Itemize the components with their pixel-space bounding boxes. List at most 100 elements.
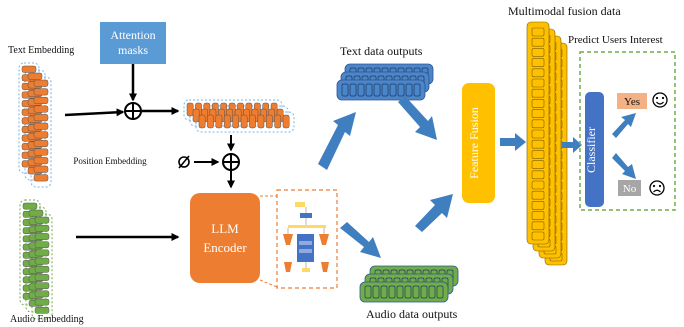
multimodal-cell <box>531 231 545 241</box>
multimodal-cell <box>531 180 545 190</box>
audio-output-cell <box>396 285 404 299</box>
text-output-cell <box>413 83 421 97</box>
audio-token <box>34 257 50 265</box>
audio-token <box>34 216 50 224</box>
text-output-cell <box>349 83 357 97</box>
multimodal-cell <box>531 99 545 108</box>
multimodal-cell <box>531 129 545 139</box>
feature-fusion-box <box>462 83 495 203</box>
text-output-layer <box>336 79 426 101</box>
audio-token <box>34 306 50 314</box>
text-token <box>33 105 49 113</box>
text-token <box>33 157 49 165</box>
multimodal-fusion-data-label: Multimodal fusion data <box>508 4 621 18</box>
text-token <box>33 79 49 87</box>
classifier-to-no-arrow <box>612 153 636 179</box>
text-output-cell <box>397 83 405 97</box>
encoder-to-audio-output-arrow <box>340 222 381 258</box>
multimodal-fusion-data-stack <box>526 21 568 266</box>
masked-text-token <box>257 114 265 129</box>
multimodal-to-classifier-arrow <box>562 137 582 153</box>
zoom-connector-bottom <box>259 279 278 288</box>
multimodal-cell <box>531 48 545 57</box>
yes-badge <box>617 93 647 109</box>
text-token <box>33 122 49 130</box>
text-token <box>33 131 49 139</box>
masked-text-token <box>232 114 240 129</box>
multimodal-cell <box>531 109 545 118</box>
audio-token <box>34 274 50 281</box>
text-embedding-label: Text Embedding <box>8 45 74 56</box>
encoder-to-text-output-arrow <box>318 112 356 170</box>
multimodal-cell <box>531 139 545 149</box>
masked-text-token <box>274 114 282 129</box>
yes-label: Yes <box>624 96 640 108</box>
audio-output-cell <box>380 285 388 299</box>
audio-token <box>28 209 44 217</box>
no-label: No <box>623 183 637 195</box>
masked-text-token <box>249 114 256 129</box>
multimodal-layer <box>526 21 550 245</box>
text-token <box>33 139 49 147</box>
text-data-outputs-stack <box>336 63 434 101</box>
no-badge <box>618 180 641 196</box>
audio-output-cell <box>428 285 436 299</box>
text-data-outputs-label: Text data outputs <box>340 44 423 58</box>
multimodal-cell <box>531 27 545 37</box>
masked-text-token <box>223 114 231 129</box>
audio-data-outputs-label: Audio data outputs <box>366 307 458 321</box>
masked-text-token <box>198 114 206 129</box>
predict-users-interest-label: Predict Users Interest <box>568 34 663 46</box>
llm-encoder-box <box>190 193 260 283</box>
text-output-to-fusion-arrow <box>398 96 437 140</box>
text-output-cell <box>381 83 389 97</box>
audio-data-outputs-stack <box>359 265 459 303</box>
transformer-architecture-thumbnail <box>276 189 338 289</box>
text-output-cell <box>389 83 397 97</box>
text-token <box>33 165 49 173</box>
text-token <box>33 88 49 96</box>
llm-encoder-label-line2: Encoder <box>203 240 247 255</box>
text-token <box>27 72 43 80</box>
text-token <box>33 174 49 182</box>
text-token <box>33 148 49 156</box>
audio-token <box>34 233 50 240</box>
classifier-box <box>585 92 604 207</box>
audio-token <box>34 290 50 298</box>
audio-token <box>22 202 38 210</box>
text-output-cell <box>373 83 381 97</box>
multimodal-cell <box>531 58 545 67</box>
text-token <box>33 114 49 122</box>
multimodal-cell <box>531 170 545 180</box>
audio-output-cell <box>420 285 428 299</box>
text-embedding-arrow <box>64 108 125 117</box>
llm-encoder-label-line1: LLM <box>211 221 239 236</box>
attention-masks-label-line1: Attention <box>110 28 155 42</box>
multimodal-cell <box>531 160 545 169</box>
multimodal-cell <box>531 68 545 78</box>
masked-text-token <box>265 114 273 129</box>
sad-face-icon <box>649 180 665 196</box>
text-output-cell <box>405 83 413 97</box>
audio-output-to-fusion-arrow <box>415 194 453 232</box>
fusion-to-multimodal-arrow <box>500 133 526 151</box>
position-embedding-label: Position Embedding <box>73 156 147 166</box>
feature-fusion-label: Feature Fusion <box>467 107 481 179</box>
audio-token <box>34 298 50 306</box>
multimodal-cell <box>531 119 545 129</box>
masked-text-token <box>207 114 214 129</box>
text-output-cell <box>341 83 349 97</box>
audio-output-cell <box>436 285 444 299</box>
smiley-face-icon <box>652 92 668 108</box>
multimodal-cell <box>531 78 545 88</box>
text-embedding-stack <box>18 62 52 188</box>
position-symbol-icon <box>178 155 190 169</box>
masked-text-embedding-stack <box>183 99 295 133</box>
masked-text-token <box>240 114 248 129</box>
multimodal-cell <box>531 150 545 159</box>
attention-masks-label-line2: masks <box>118 43 148 57</box>
audio-token <box>34 249 50 257</box>
text-token <box>21 65 37 73</box>
audio-token <box>34 265 50 273</box>
